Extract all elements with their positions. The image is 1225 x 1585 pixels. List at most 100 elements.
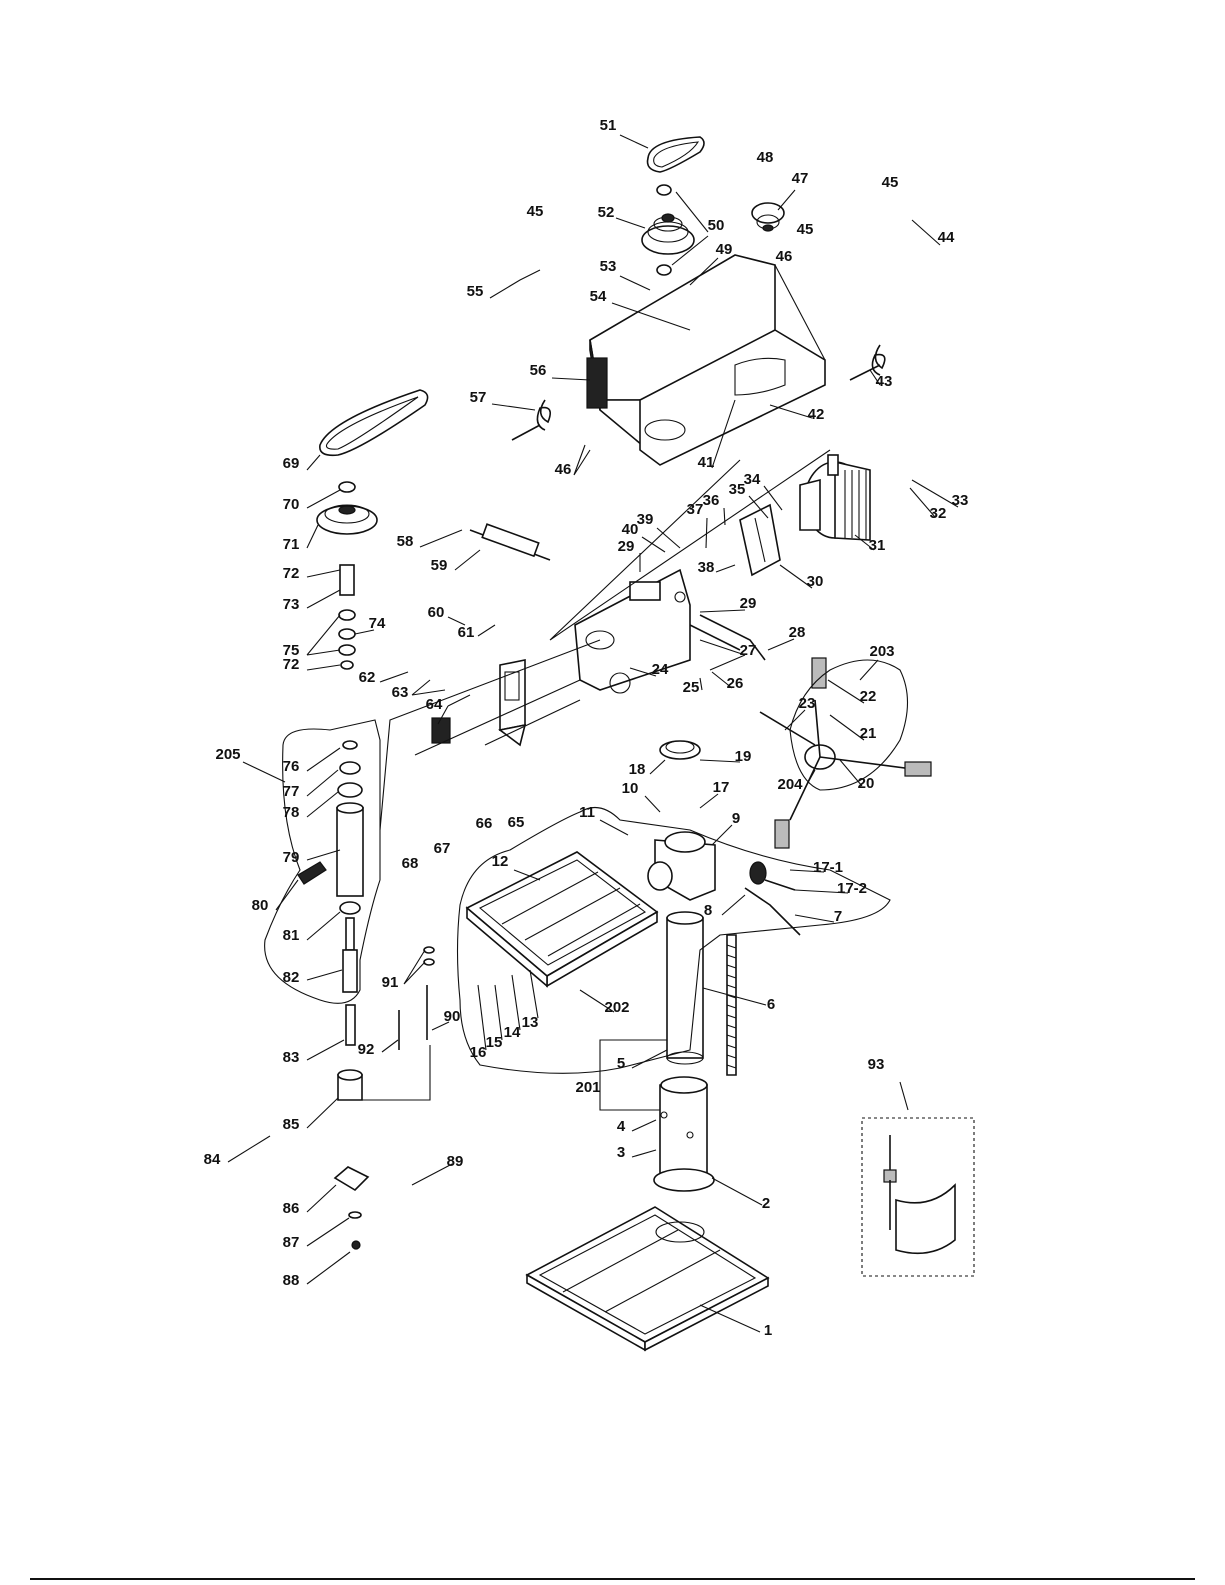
part-label: 46 — [776, 248, 793, 265]
part-label: 66 — [476, 815, 493, 832]
part-label: 31 — [869, 537, 886, 554]
part-label: 84 — [204, 1151, 221, 1168]
part-label: 76 — [283, 758, 300, 775]
part-label: 63 — [392, 684, 409, 701]
part-label: 51 — [600, 117, 617, 134]
subassembly-outlines — [264, 659, 908, 1074]
part-label: 47 — [792, 170, 809, 187]
part-label: 34 — [744, 471, 761, 488]
part-label: 1 — [764, 1322, 772, 1339]
part-label: 30 — [807, 573, 824, 590]
part-label: 17-1 — [813, 859, 843, 876]
part-label: 73 — [283, 596, 300, 613]
part-label: 41 — [698, 454, 715, 471]
part-label: 36 — [703, 492, 720, 509]
part-label: 29 — [740, 595, 757, 612]
part-label: 5 — [617, 1055, 625, 1072]
part-label: 58 — [397, 533, 414, 550]
part-label: 35 — [729, 481, 746, 498]
part-label: 33 — [952, 492, 969, 509]
part-label: 40 — [622, 521, 639, 538]
part-label: 16 — [470, 1044, 487, 1061]
part-label: 53 — [600, 258, 617, 275]
part-label: 15 — [486, 1034, 503, 1051]
part-label: 39 — [637, 511, 654, 528]
part-label: 80 — [252, 897, 269, 914]
part-label: 64 — [426, 696, 443, 713]
part-label: 11 — [579, 804, 595, 821]
part-label: 17-2 — [837, 880, 867, 897]
part-label: 72 — [283, 656, 300, 673]
part-label: 74 — [369, 615, 386, 632]
head-casting — [574, 568, 691, 694]
column — [666, 911, 704, 1065]
part-label: 52 — [598, 204, 615, 221]
part-label: 86 — [283, 1200, 300, 1217]
part-label: 82 — [283, 969, 300, 986]
part-label: 70 — [283, 496, 300, 513]
part-label: 44 — [938, 229, 955, 246]
part-label: 20 — [858, 775, 875, 792]
part-label: 37 — [687, 501, 704, 518]
part-label: 62 — [359, 669, 376, 686]
part-label: 57 — [470, 389, 487, 406]
part-label: 69 — [283, 455, 300, 472]
motor-bracket — [739, 503, 781, 577]
part-label: 3 — [617, 1144, 625, 1161]
spindle-pulley — [641, 184, 695, 276]
part-label: 10 — [622, 780, 639, 797]
leader-lines — [227, 134, 959, 1333]
quill-parts — [297, 564, 370, 1250]
part-label: 22 — [860, 688, 877, 705]
part-label: 55 — [467, 283, 484, 300]
part-label: 4 — [617, 1118, 626, 1135]
part-label: 88 — [283, 1272, 300, 1289]
belt-tension-handle — [689, 614, 766, 661]
part-label: 9 — [732, 810, 740, 827]
part-label: 61 — [458, 624, 475, 641]
part-label: 85 — [283, 1116, 300, 1133]
part-label: 21 — [860, 725, 877, 742]
part-label: 204 — [777, 776, 803, 793]
part-label: 7 — [834, 908, 842, 925]
part-label: 28 — [789, 624, 806, 641]
part-label: 50 — [708, 217, 725, 234]
part-label: 27 — [740, 642, 757, 659]
part-label: 26 — [727, 675, 744, 692]
switch-box — [431, 659, 527, 747]
part-label: 71 — [283, 536, 300, 553]
part-label: 25 — [683, 679, 700, 696]
chuck-guard-inset — [861, 1117, 975, 1277]
lower-belt — [319, 389, 429, 457]
base — [525, 1206, 770, 1352]
part-label: 8 — [704, 902, 712, 919]
part-label: 92 — [358, 1041, 375, 1058]
part-label: 48 — [757, 149, 774, 166]
part-label: 79 — [283, 849, 300, 866]
part-label: 78 — [283, 804, 300, 821]
part-label: 65 — [508, 814, 525, 831]
column-support — [653, 1076, 715, 1192]
belt-guard-housing — [586, 254, 826, 466]
part-label: 68 — [402, 855, 419, 872]
part-label: 45 — [882, 174, 899, 191]
part-label: 45 — [527, 203, 544, 220]
part-label: 29 — [618, 538, 635, 555]
part-label: 205 — [215, 746, 240, 763]
depth-rod — [398, 946, 435, 1050]
part-label: 90 — [444, 1008, 461, 1025]
part-label: 32 — [930, 505, 947, 522]
part-label: 60 — [428, 604, 445, 621]
top-belt — [646, 136, 705, 173]
part-label: 19 — [735, 748, 752, 765]
footer-rule — [30, 1578, 1195, 1580]
motor — [799, 454, 871, 541]
part-label: 202 — [604, 999, 629, 1016]
part-label: 93 — [868, 1056, 885, 1073]
motor-pulley — [751, 202, 785, 232]
part-label: 49 — [716, 241, 733, 258]
part-label: 91 — [382, 974, 399, 991]
part-label: 17 — [713, 779, 730, 796]
part-label: 87 — [283, 1234, 300, 1251]
